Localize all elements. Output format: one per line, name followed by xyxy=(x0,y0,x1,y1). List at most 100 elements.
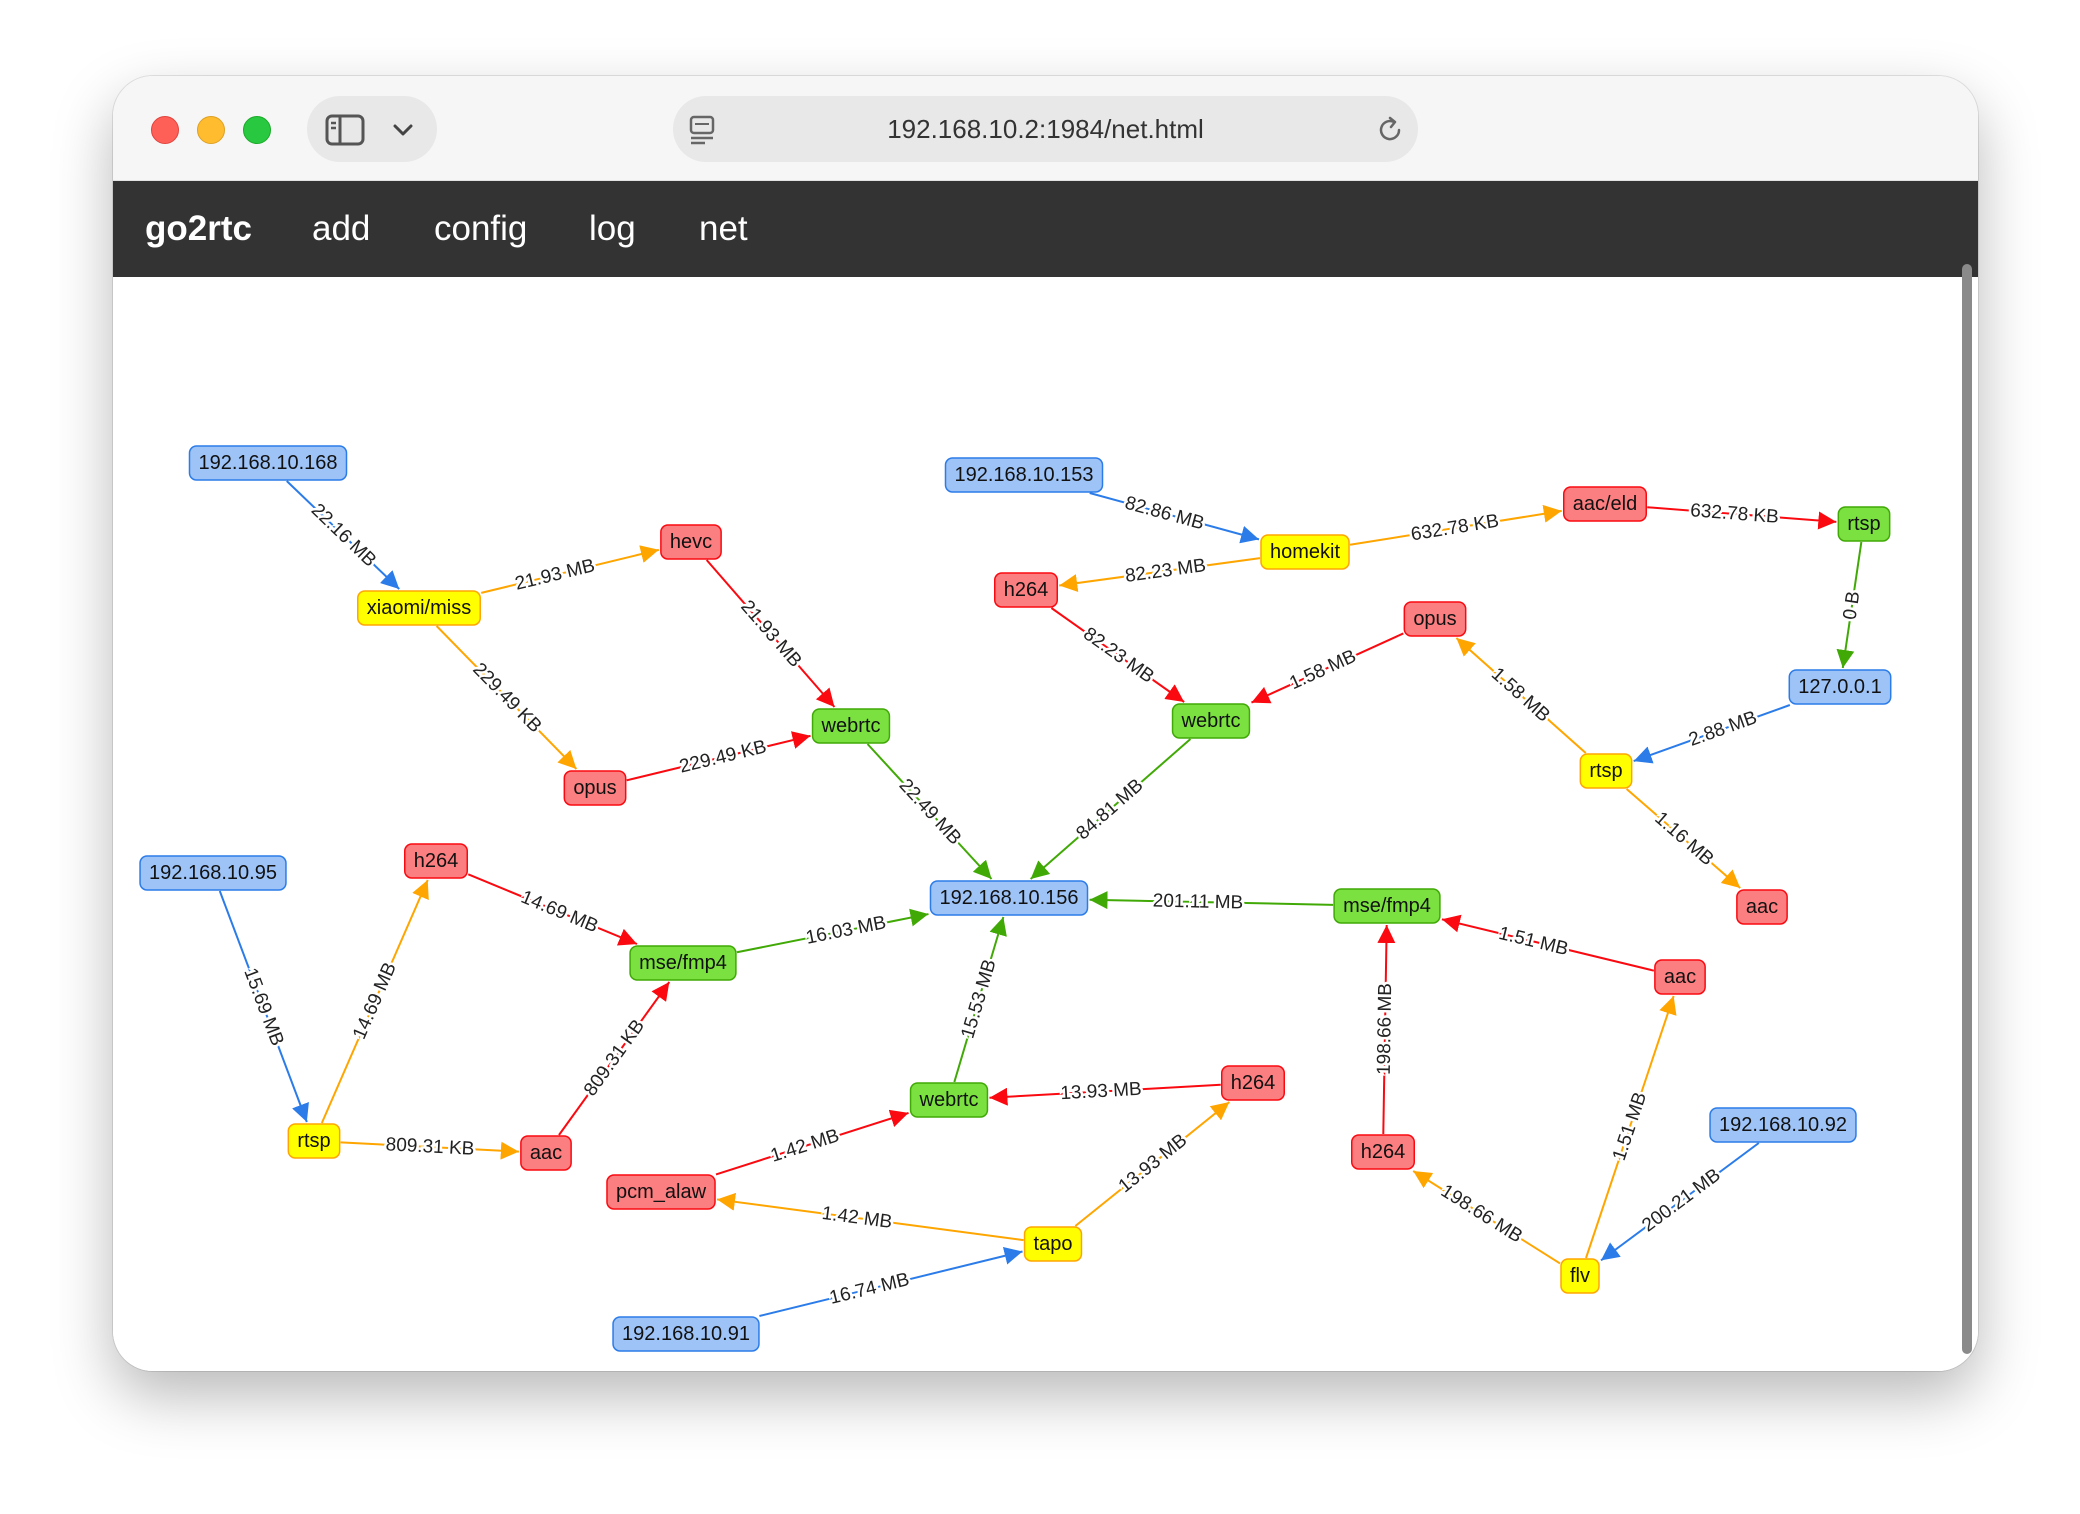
nav-link-log[interactable]: log xyxy=(589,209,636,248)
graph-node[interactable]: h264 xyxy=(994,572,1058,608)
graph-node-box[interactable] xyxy=(139,855,287,891)
graph-node-box[interactable] xyxy=(1023,1226,1083,1262)
graph-edge[interactable] xyxy=(705,559,836,708)
graph-node[interactable]: homekit xyxy=(1260,534,1350,570)
graph-node[interactable]: aac/eld xyxy=(1563,486,1647,522)
graph-edge[interactable] xyxy=(286,480,400,590)
graph-node-box[interactable] xyxy=(1736,889,1788,925)
graph-edge[interactable] xyxy=(759,1247,1023,1317)
sidebar-toggle-button[interactable] xyxy=(307,96,437,162)
graph-node-box[interactable] xyxy=(1837,506,1891,542)
graph-edge[interactable] xyxy=(218,890,309,1123)
graph-node[interactable]: mse/fmp4 xyxy=(629,945,737,981)
graph-node[interactable]: webrtc xyxy=(909,1082,989,1118)
graph-node-box[interactable] xyxy=(1563,486,1647,522)
graph-node[interactable]: h264 xyxy=(1221,1065,1285,1101)
graph-node-box[interactable] xyxy=(188,445,348,481)
graph-node-box[interactable] xyxy=(287,1123,341,1159)
graph-node-box[interactable] xyxy=(994,572,1058,608)
graph-node-box[interactable] xyxy=(909,1082,989,1118)
graph-edge[interactable] xyxy=(480,545,660,594)
graph-node-box[interactable] xyxy=(1560,1258,1600,1294)
graph-edge[interactable] xyxy=(866,743,993,880)
graph-edge[interactable] xyxy=(626,731,811,782)
graph-edge[interactable] xyxy=(953,916,1007,1083)
graph-node[interactable]: 127.0.0.1 xyxy=(1788,669,1892,705)
graph-edge[interactable] xyxy=(320,879,429,1124)
graph-node-box[interactable] xyxy=(929,880,1089,916)
graph-node[interactable]: rtsp xyxy=(1837,506,1891,542)
graph-edge[interactable] xyxy=(1647,506,1837,530)
graph-edge[interactable] xyxy=(1585,995,1677,1259)
graph-node-box[interactable] xyxy=(612,1316,760,1352)
address-bar[interactable]: 192.168.10.2:1984/net.html xyxy=(673,96,1418,162)
graph-node[interactable]: aac xyxy=(520,1135,572,1171)
graph-node[interactable]: flv xyxy=(1560,1258,1600,1294)
graph-edge[interactable] xyxy=(1600,1142,1760,1262)
graph-edge[interactable] xyxy=(1251,632,1404,704)
graph-node-box[interactable] xyxy=(1351,1134,1415,1170)
graph-node-box[interactable] xyxy=(944,457,1104,493)
graph-edge[interactable] xyxy=(1089,492,1260,544)
graph-edge[interactable] xyxy=(736,908,929,954)
graph-node[interactable]: 192.168.10.91 xyxy=(612,1316,760,1352)
graph-node[interactable]: webrtc xyxy=(1171,703,1251,739)
graph-node-box[interactable] xyxy=(1579,753,1633,789)
page-menu-icon[interactable] xyxy=(689,115,717,145)
graph-edge[interactable] xyxy=(1349,504,1562,546)
graph-node-box[interactable] xyxy=(563,770,627,806)
graph-edge[interactable] xyxy=(989,1083,1221,1106)
graph-node[interactable]: rtsp xyxy=(1579,753,1633,789)
graph-edge[interactable] xyxy=(340,1141,519,1160)
nav-link-add[interactable]: add xyxy=(312,209,371,248)
graph-node-box[interactable] xyxy=(1709,1107,1857,1143)
graph-node[interactable]: aac xyxy=(1654,959,1706,995)
graph-node[interactable]: 192.168.10.168 xyxy=(188,445,348,481)
graph-node-box[interactable] xyxy=(629,945,737,981)
graph-edge[interactable] xyxy=(1089,891,1334,910)
graph-edge[interactable] xyxy=(1059,557,1261,592)
nav-brand-link[interactable]: go2rtc xyxy=(145,209,252,248)
graph-node-box[interactable] xyxy=(1403,601,1467,637)
graph-edge[interactable] xyxy=(1441,914,1655,972)
url-text[interactable]: 192.168.10.2:1984/net.html xyxy=(887,114,1204,144)
graph-node[interactable]: 192.168.10.153 xyxy=(944,457,1104,493)
graph-node[interactable]: xiaomi/miss xyxy=(357,590,481,626)
graph-node[interactable]: 192.168.10.156 xyxy=(929,880,1089,916)
graph-node[interactable]: aac xyxy=(1736,889,1788,925)
graph-edge[interactable] xyxy=(1412,1170,1561,1265)
graph-node[interactable]: rtsp xyxy=(287,1123,341,1159)
graph-edge[interactable] xyxy=(1455,637,1587,754)
graph-edge[interactable] xyxy=(435,625,578,770)
graph-node-box[interactable] xyxy=(1788,669,1892,705)
graph-edge[interactable] xyxy=(715,1109,909,1176)
minimize-window-button[interactable] xyxy=(197,116,225,144)
graph-edge[interactable] xyxy=(1377,924,1396,1135)
vertical-scrollbar[interactable] xyxy=(1962,264,1972,1354)
graph-node[interactable]: opus xyxy=(563,770,627,806)
graph-node[interactable]: webrtc xyxy=(811,708,891,744)
zoom-window-button[interactable] xyxy=(243,116,271,144)
graph-node-box[interactable] xyxy=(660,524,722,560)
graph-edge[interactable] xyxy=(1074,1101,1231,1227)
graph-edge[interactable] xyxy=(1030,738,1192,880)
chevron-down-icon[interactable] xyxy=(391,122,415,138)
graph-node[interactable]: 192.168.10.95 xyxy=(139,855,287,891)
graph-node[interactable]: tapo xyxy=(1023,1226,1083,1262)
graph-edge[interactable] xyxy=(1625,788,1741,889)
graph-node-box[interactable] xyxy=(520,1135,572,1171)
graph-node-box[interactable] xyxy=(811,708,891,744)
graph-node-box[interactable] xyxy=(357,590,481,626)
graph-edge[interactable] xyxy=(1836,541,1863,669)
graph-node-box[interactable] xyxy=(1333,888,1441,924)
nav-link-net[interactable]: net xyxy=(699,209,748,248)
graph-node-box[interactable] xyxy=(404,843,468,879)
nav-link-config[interactable]: config xyxy=(434,209,528,248)
graph-node-box[interactable] xyxy=(1260,534,1350,570)
graph-edge[interactable] xyxy=(558,981,671,1136)
graph-edge[interactable] xyxy=(716,1192,1024,1242)
graph-node[interactable]: opus xyxy=(1403,601,1467,637)
graph-edge[interactable] xyxy=(467,873,638,946)
graph-node-box[interactable] xyxy=(606,1174,716,1210)
